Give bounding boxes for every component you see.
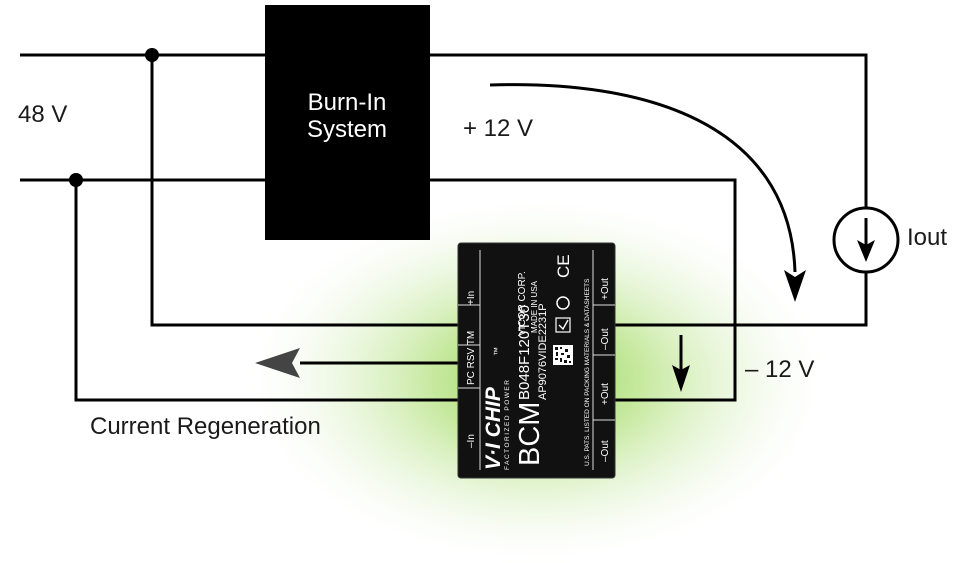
wire-burnin-to-out — [430, 178, 737, 402]
current-flow-arrowhead-icon — [784, 270, 806, 302]
chip-model-family: BCM — [514, 402, 546, 466]
regeneration-label: Current Regeneration — [90, 413, 321, 440]
pin-label-minus-in: –In — [466, 434, 477, 448]
burn-in-system-block — [265, 5, 430, 240]
wire-source-to-minus12 — [615, 272, 868, 327]
pin-label-plus-out-1: +Out — [600, 278, 611, 300]
wires — [20, 53, 868, 402]
output-positive-label: + 12 V — [463, 115, 533, 142]
chip-maker: VICOR CORP. — [517, 271, 528, 336]
current-source-arrowhead-icon — [857, 240, 875, 262]
chip-brand-logo: V·I CHIP — [482, 386, 505, 470]
regeneration-arrow-icon — [255, 348, 300, 378]
chip-brand-tm: ™ — [492, 347, 502, 356]
chip-checkbox-icon — [555, 317, 571, 333]
pin-label-minus-out-1: –Out — [600, 328, 611, 350]
chip-cert-mark-icon — [556, 296, 570, 310]
pin-label-minus-out-2: –Out — [600, 440, 611, 462]
chip-origin: MADE IN USA — [530, 280, 539, 333]
chip-brand-subtitle: FACTORIZED POWER — [504, 379, 511, 470]
output-current-label: Iout — [907, 224, 947, 251]
junction-dot-bottom — [69, 173, 83, 187]
output-current-arrowhead-icon — [672, 365, 690, 392]
junction-dot-top — [145, 48, 159, 62]
wire-minus-in — [74, 180, 458, 402]
chip-check-icon — [558, 319, 569, 331]
pin-label-plus-out-2: +Out — [600, 383, 611, 405]
bcm-module: +In PC RSV TM –In V·I CHIP ™ FACTORIZED … — [457, 242, 616, 479]
chip-patents-text: U.S. PATS. LISTED ON PACKING MATERIALS &… — [584, 278, 591, 466]
chip-body — [457, 242, 616, 479]
chip-lot-code: AP9076VIDE2231P — [537, 303, 549, 400]
pin-label-plus-in: +In — [466, 291, 477, 305]
wire-plus12-to-source — [430, 53, 868, 208]
input-voltage-label: 48 V — [18, 101, 67, 128]
output-negative-label: – 12 V — [745, 356, 814, 383]
pin-label-pc-rsv-tm: PC RSV TM — [466, 331, 477, 385]
wire-plus-in — [150, 55, 458, 327]
chip-ce-mark: CE — [554, 254, 573, 278]
chip-part-number: B048F120T30 — [516, 305, 533, 400]
burn-in-label-line2: System — [307, 116, 387, 143]
chip-datamatrix-icon — [553, 345, 573, 365]
current-flow-arrow — [489, 83, 797, 273]
burn-in-label-line1: Burn-In — [308, 89, 387, 116]
